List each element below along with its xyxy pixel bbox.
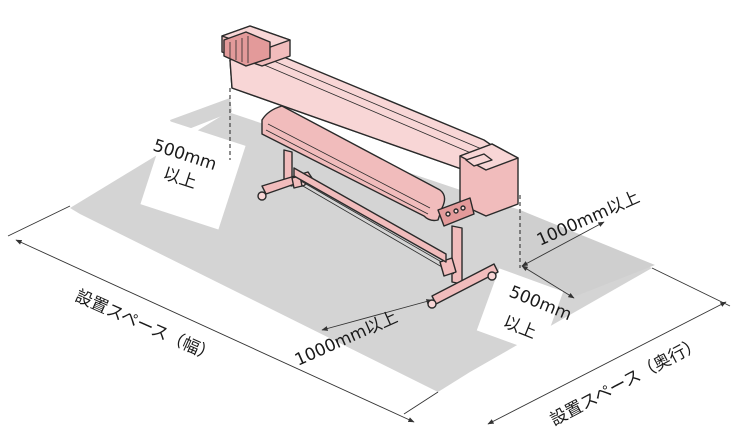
dim-side-right-arrow <box>521 265 575 299</box>
dim-depth-extension-right <box>651 267 731 307</box>
take-up-roll <box>293 167 447 263</box>
dim-width-extension-right <box>403 391 439 415</box>
dim-depth-arrow <box>487 301 727 425</box>
dimension-lines <box>7 88 731 425</box>
dim-width-arrow <box>15 239 415 423</box>
dim-rear-arrow <box>521 221 605 267</box>
label-box-500-left <box>140 120 246 230</box>
dim-width-extension-left <box>7 205 71 237</box>
floor-left-band <box>170 98 232 134</box>
width-space-label: 設置スペース（幅） <box>72 286 218 366</box>
printer-stand <box>257 149 499 309</box>
large-format-printer <box>221 25 519 309</box>
printer-top-rail <box>261 55 485 157</box>
ink-cartridge-slots <box>223 31 271 67</box>
dim-front-arrow <box>321 299 433 331</box>
